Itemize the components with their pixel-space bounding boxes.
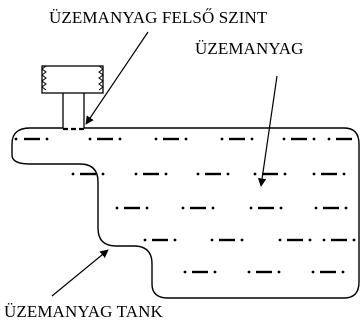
filler-neck [62,93,85,128]
filler-cap [41,65,104,94]
tank-outline [11,127,360,299]
fuel-pattern [14,137,356,274]
fuel-label: ÜZEMANYAG [195,39,304,58]
fuel-upper-level-arrow [85,31,149,125]
fuel-arrow [257,75,278,187]
fuel-tank-label: ÜZEMANYAG TANK [4,302,163,321]
fuel-upper-level-label: ÜZEMANYAG FELSŐ SZINT [49,8,268,27]
fuel-tank-arrow [51,249,109,297]
